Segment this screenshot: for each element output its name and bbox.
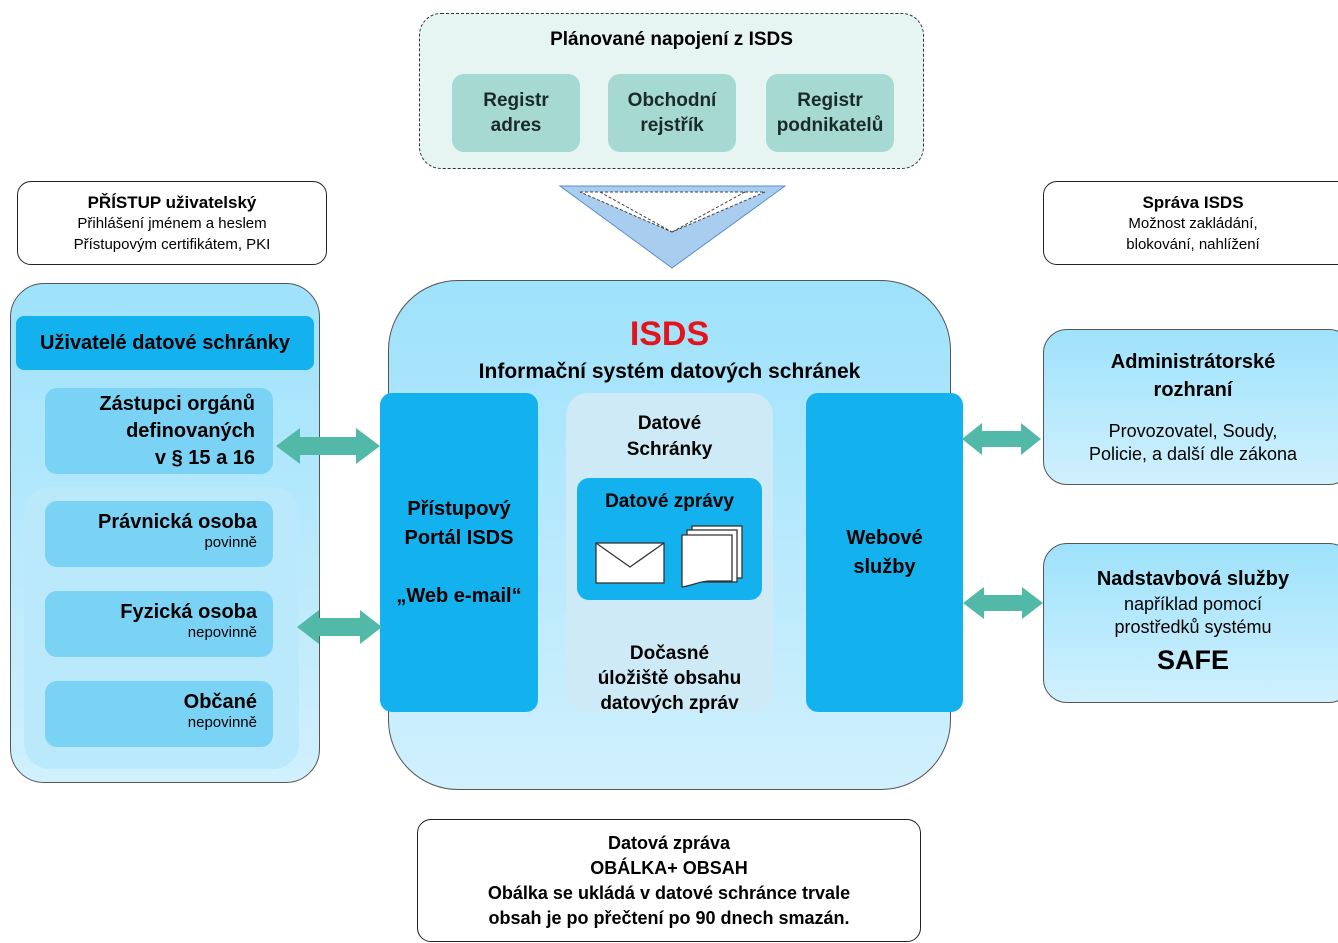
- storage-line2: úložiště obsahu: [597, 667, 742, 689]
- legal-person-box: Právnická osoba povinně: [45, 501, 273, 567]
- addon-title: Nadstavbová služby: [1096, 568, 1290, 590]
- planned-item-line1: Registr: [797, 90, 863, 111]
- isds-title: ISDS: [629, 314, 710, 353]
- web-services: Webové služby: [806, 393, 963, 712]
- data-boxes-line1: Datové: [637, 413, 702, 434]
- access-title: PŘÍSTUP uživatelský: [87, 192, 257, 212]
- planned-item-line2: podnikatelů: [776, 115, 884, 136]
- message-note-line3: Obálka se ukládá v datové schránce trval…: [487, 882, 851, 903]
- access-portal: Přístupový Portál ISDS „Web e-mail“: [380, 393, 538, 712]
- access-note: PŘÍSTUP uživatelský Přihlášení jménem a …: [17, 181, 327, 265]
- citizens-note: nepovinně: [187, 714, 257, 731]
- portal-line2: Portál ISDS: [404, 526, 514, 549]
- natural-person-title: Fyzická osoba: [120, 601, 257, 623]
- web-services-line1: Webové: [846, 526, 923, 549]
- representatives-line3: v § 15 a 16: [154, 446, 255, 469]
- storage-line1: Dočasné: [629, 642, 710, 664]
- admin-interface-panel: Administrátorské rozhraní Provozovatel, …: [1043, 329, 1338, 485]
- double-arrow-persons-portal: [297, 610, 382, 644]
- admin-interface-line4: Policie, a další dle zákona: [1088, 444, 1298, 464]
- planned-item-trade-register: Registr podnikatelů: [766, 74, 894, 152]
- double-arrow-representatives-portal: [276, 428, 380, 464]
- planned-item-line2: adres: [490, 115, 542, 136]
- addon-line1: například pomocí: [1123, 594, 1263, 614]
- documents-icon: [681, 525, 743, 588]
- natural-person-note: nepovinně: [187, 624, 257, 641]
- envelope-icon: [595, 542, 665, 584]
- representatives-line1: Zástupci orgánů: [99, 392, 255, 415]
- representatives-box: Zástupci orgánů definovaných v § 15 a 16: [45, 388, 273, 474]
- storage-line3: datových zpráv: [600, 692, 739, 714]
- access-line1: Přihlášení jménem a heslem: [77, 214, 267, 232]
- message-note-line2: OBÁLKA+ OBSAH: [590, 857, 748, 878]
- data-boxes-line2: Schránky: [626, 439, 713, 460]
- legal-person-title: Právnická osoba: [98, 511, 257, 533]
- users-header: Uživatelé datové schránky: [16, 316, 314, 370]
- addon-line2: prostředků systému: [1114, 617, 1272, 637]
- admin-note-title: Správa ISDS: [1142, 192, 1244, 212]
- citizens-box: Občané nepovinně: [45, 681, 273, 747]
- double-arrow-web-addon: [963, 587, 1043, 619]
- data-messages-label: Datové zprávy: [605, 491, 734, 512]
- admin-note: Správa ISDS Možnost zakládání, blokování…: [1043, 181, 1338, 265]
- data-message-note: Datová zpráva OBÁLKA+ OBSAH Obálka se uk…: [417, 819, 921, 942]
- message-note-line1: Datová zpráva: [607, 832, 731, 853]
- planned-item-business-register: Obchodní rejstřík: [608, 74, 736, 152]
- data-boxes-label: Datové Schránky: [566, 410, 773, 464]
- planned-item-line1: Registr: [483, 90, 549, 111]
- addon-services-panel: Nadstavbová služby například pomocí pros…: [1043, 543, 1338, 703]
- access-line2: Přístupovým certifikátem, PKI: [73, 235, 271, 253]
- portal-line1: Přístupový: [407, 497, 511, 520]
- isds-subtitle: Informační systém datových schránek: [478, 360, 861, 383]
- safe-brand: SAFE: [1156, 645, 1229, 675]
- citizens-title: Občané: [183, 691, 257, 713]
- admin-interface-line1: Administrátorské: [1110, 351, 1276, 373]
- representatives-line2: definovaných: [126, 419, 255, 442]
- double-arrow-web-admin: [962, 423, 1041, 455]
- funnel-connector: [558, 185, 787, 269]
- web-services-line2: služby: [853, 555, 916, 578]
- temporary-storage-label: Dočasné úložiště obsahu datových zpráv: [566, 640, 773, 716]
- natural-person-box: Fyzická osoba nepovinně: [45, 591, 273, 657]
- planned-connections-title: Plánované napojení z ISDS: [550, 29, 793, 50]
- planned-item-line2: rejstřík: [640, 115, 704, 136]
- legal-person-note: povinně: [204, 534, 257, 551]
- planned-item-address-register: Registr adres: [452, 74, 580, 152]
- admin-interface-line2: rozhraní: [1153, 379, 1233, 401]
- planned-item-line1: Obchodní: [627, 90, 717, 111]
- admin-interface-line3: Provozovatel, Soudy,: [1108, 421, 1278, 441]
- portal-line3: „Web e-mail“: [396, 584, 522, 607]
- admin-note-line2: blokování, nahlížení: [1126, 235, 1260, 253]
- message-note-line4: obsah je po přečtení po 90 dnech smazán.: [488, 907, 850, 928]
- admin-note-line1: Možnost zakládání,: [1128, 214, 1258, 232]
